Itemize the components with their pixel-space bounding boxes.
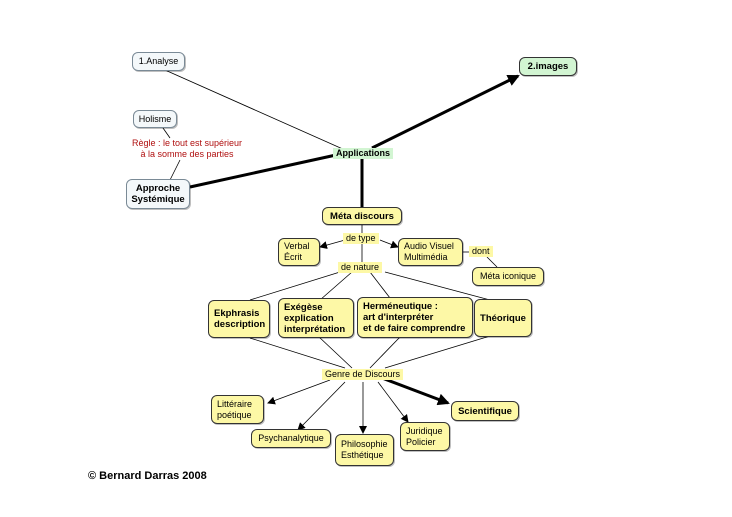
label-genre-de-discours: Genre de Discours [322, 369, 404, 380]
node-exegese[interactable]: Exégèse explication interprétation [278, 298, 354, 338]
connector-denature-theorique [384, 271, 491, 301]
connector-exegese-genre [317, 335, 353, 369]
label-genre-text: Genre de Discours [325, 369, 401, 379]
node-analyse[interactable]: 1.Analyse [132, 52, 185, 71]
connector-holisme-regle [162, 127, 171, 139]
node-meta-iconique[interactable]: Méta iconique [472, 267, 544, 286]
regle-line2: à la somme des parties [140, 149, 234, 159]
litteraire-line1: Littéraire [217, 398, 253, 409]
node-juridique[interactable]: Juridique Policier [400, 422, 450, 451]
node-holisme[interactable]: Holisme [133, 110, 177, 128]
node-audio-visuel[interactable]: Audio Visuel Multimédia [398, 238, 463, 266]
juridique-line1: Juridique [406, 425, 443, 436]
connector-hermeneutique-genre [369, 336, 401, 369]
ekphrasis-line1: Ekphrasis [214, 308, 260, 319]
connector-theorique-genre [384, 335, 491, 369]
node-images[interactable]: 2.images [519, 57, 577, 76]
node-philosophie[interactable]: Philosophie Esthétique [335, 434, 394, 466]
node-theorique-label: Théorique [480, 312, 526, 324]
node-ekphrasis[interactable]: Ekphrasis description [208, 300, 270, 338]
connector-denature-hermeneutique [369, 271, 391, 299]
node-images-label: 2.images [527, 61, 569, 72]
hermeneutique-line1: Herméneutique : [363, 301, 438, 312]
label-dont: dont [469, 246, 493, 257]
node-meta-discours-label: Méta discours [330, 210, 394, 222]
litteraire-line2: poétique [217, 409, 252, 420]
node-applications-label: Applications [336, 148, 391, 158]
audio-line2: Multimédia [404, 252, 448, 262]
connector-detype-verbal [319, 239, 346, 249]
node-applications[interactable]: Applications [333, 148, 394, 159]
connector-dont-metaiconique [486, 256, 498, 268]
label-de-type: de type [343, 233, 379, 244]
exegese-line3: interprétation [284, 323, 346, 335]
label-dont-text: dont [472, 246, 490, 256]
hermeneutique-line3: et de faire comprendre [363, 323, 466, 334]
philosophie-line1: Philosophie [341, 439, 388, 449]
node-meta-iconique-label: Méta iconique [479, 271, 537, 281]
ekphrasis-line2: description [214, 319, 266, 330]
philosophie-line2: Esthétique [341, 450, 384, 460]
hermeneutique-line2: art d'interpréter [363, 312, 434, 323]
copyright-text: © Bernard Darras 2008 [88, 470, 207, 482]
label-de-nature-text: de nature [341, 262, 380, 272]
label-de-type-text: de type [346, 233, 376, 243]
regle-line1: Règle : le tout est supérieur [131, 138, 243, 148]
node-hermeneutique[interactable]: Herméneutique : art d'interpréter et de … [357, 297, 473, 338]
regle-annotation: Règle : le tout est supérieur à la somme… [122, 138, 252, 160]
node-psychanalytique[interactable]: Psychanalytique [251, 429, 331, 448]
connector-denature-ekphrasis [249, 271, 341, 301]
label-de-nature: de nature [338, 262, 383, 273]
connector-analyse-applications [164, 69, 346, 151]
node-theorique[interactable]: Théorique [474, 299, 532, 337]
juridique-line2: Policier [406, 436, 436, 447]
audio-line1: Audio Visuel [404, 241, 454, 251]
connector-genre-litteraire [267, 379, 331, 405]
node-analyse-label: 1.Analyse [138, 56, 179, 66]
approche-line1: Approche [135, 183, 181, 194]
node-meta-discours[interactable]: Méta discours [322, 207, 402, 225]
connector-denature-exegese [319, 271, 353, 301]
node-scientifique[interactable]: Scientifique [451, 401, 519, 421]
node-verbal-ecrit[interactable]: Verbal Écrit [278, 238, 320, 266]
connector-genre-scientifique [381, 376, 450, 406]
connector-genre-psychanalytique [297, 381, 346, 431]
verbal-line2: Écrit [284, 252, 302, 262]
node-litteraire[interactable]: Littéraire poétique [211, 395, 264, 424]
connector-applications-images [371, 74, 520, 150]
connector-genre-juridique [377, 381, 409, 423]
connector-regle-approche [169, 159, 181, 181]
connector-detype-audio [379, 239, 399, 249]
node-psychanalytique-label: Psychanalytique [258, 433, 324, 443]
connector-approche-applications [189, 153, 337, 189]
connector-ekphrasis-genre [249, 337, 346, 369]
exegese-line2: explication [284, 312, 334, 324]
verbal-line1: Verbal [284, 241, 310, 251]
node-holisme-label: Holisme [138, 113, 172, 124]
approche-line2: Systémique [131, 194, 185, 205]
node-approche-systemique[interactable]: Approche Systémique [126, 179, 190, 209]
node-scientifique-label: Scientifique [458, 405, 512, 417]
exegese-line1: Exégèse [284, 301, 323, 313]
